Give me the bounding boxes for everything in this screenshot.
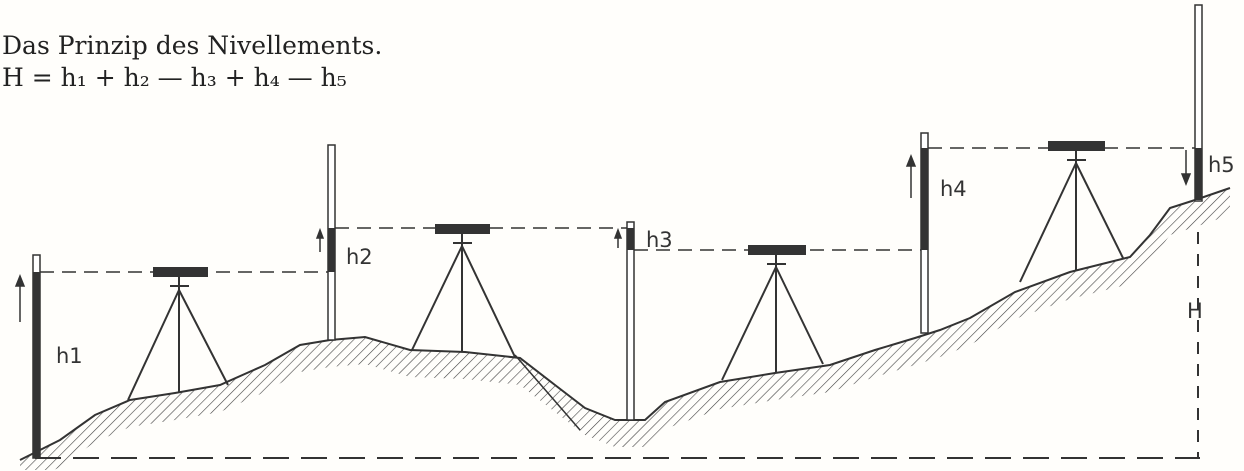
label-h2: h2 xyxy=(346,245,373,269)
sight-lines xyxy=(40,147,1195,273)
level-instrument-2 xyxy=(411,224,516,358)
label-h3: h3 xyxy=(646,228,673,252)
staff-3 xyxy=(626,221,635,421)
figure-title: Das Prinzip des Nivellements. xyxy=(2,31,383,60)
label-h5: h5 xyxy=(1208,153,1235,177)
terrain-hatching xyxy=(20,188,1230,470)
staff-5 xyxy=(1194,4,1203,202)
label-h1: h1 xyxy=(56,344,83,368)
figure-formula: H = h₁ + h₂ — h₃ + h₄ — h₅ xyxy=(2,63,347,92)
terrain-profile xyxy=(19,187,1231,461)
level-instrument-4 xyxy=(1019,141,1124,283)
staff-1 xyxy=(32,254,41,459)
reading-arrows xyxy=(14,150,1192,322)
level-instrument-1 xyxy=(127,267,229,401)
label-h4: h4 xyxy=(940,177,967,201)
caption: Das Prinzip des Nivellements. H = h₁ + h… xyxy=(2,30,382,94)
staff-2 xyxy=(327,144,336,341)
label-H: H xyxy=(1187,299,1203,323)
staff-4 xyxy=(920,132,929,334)
level-instrument-3 xyxy=(721,245,824,381)
